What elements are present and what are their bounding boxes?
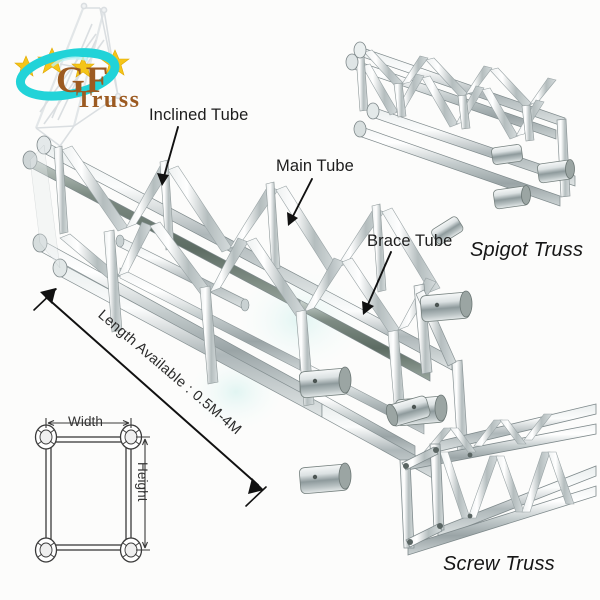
inclined-tube-member [115,234,250,312]
logo-secondary-text: Truss [76,87,141,113]
logo-primary-text: GF [56,60,110,101]
gf-truss-logo: GF Truss [14,36,150,120]
truss-cross-section [34,418,150,563]
width-dimension-arrow [45,418,132,428]
arrow-main-tube [287,178,313,226]
logo-artwork [14,47,130,101]
spigot-connectors [298,290,473,495]
spigot-truss-product [345,41,576,245]
height-dimension-label: Height [135,462,150,502]
callout-arrows [157,126,392,315]
product-title-spigot-truss: Spigot Truss [470,239,584,261]
callout-label-inclined-tube: Inclined Tube [149,106,249,124]
callout-label-brace-tube: Brace Tube [367,232,453,250]
callout-label-main-tube: Main Tube [276,157,354,175]
screw-truss-product [385,395,597,556]
length-dimension-arrow [33,288,267,507]
arrow-inclined-tube [157,126,179,186]
main-truss-product [22,135,473,495]
height-dimension-arrow [136,436,150,551]
product-title-screw-truss: Screw Truss [443,553,555,575]
arrow-brace-tube [362,251,392,315]
width-dimension-label: Width [68,414,104,429]
